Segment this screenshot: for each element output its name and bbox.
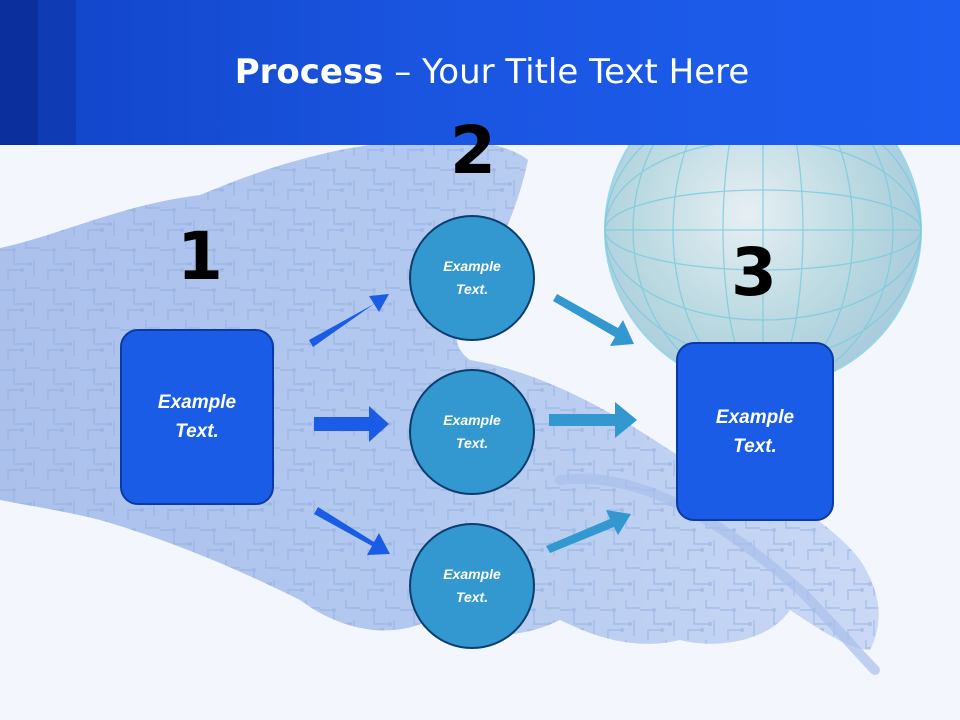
right-process-box: Example Text.	[676, 342, 834, 521]
left-process-box-text: Example Text.	[157, 392, 237, 442]
right-process-box-text: Example Text.	[715, 406, 795, 457]
header-accent-stripe	[38, 0, 76, 145]
slide-title: Process – Your Title Text Here	[0, 52, 960, 92]
circle-top: Example Text.	[409, 215, 535, 341]
step-number-1: 1	[177, 218, 223, 295]
header-accent-stripe	[0, 0, 38, 145]
arrow-left-middle	[314, 406, 389, 442]
arrow-left-up	[309, 294, 389, 347]
circle-bottom-text: Example Text.	[443, 566, 501, 605]
circle-bottom: Example Text.	[409, 523, 535, 649]
step-number-2: 2	[450, 112, 496, 189]
slide-title-rest: – Your Title Text Here	[383, 52, 750, 92]
arrow-right-down	[553, 294, 634, 346]
circle-top-text: Example Text.	[443, 258, 501, 297]
slide-title-bold: Process	[234, 52, 384, 92]
circle-middle-text: Example Text.	[443, 412, 501, 451]
header-bar: Process – Your Title Text Here	[0, 0, 960, 145]
arrow-left-down	[314, 507, 390, 555]
arrow-right-middle	[549, 402, 637, 438]
step-number-3: 3	[731, 234, 777, 311]
circle-middle: Example Text.	[409, 369, 535, 495]
left-process-box: Example Text.	[120, 329, 274, 505]
arrow-right-up	[546, 510, 631, 553]
